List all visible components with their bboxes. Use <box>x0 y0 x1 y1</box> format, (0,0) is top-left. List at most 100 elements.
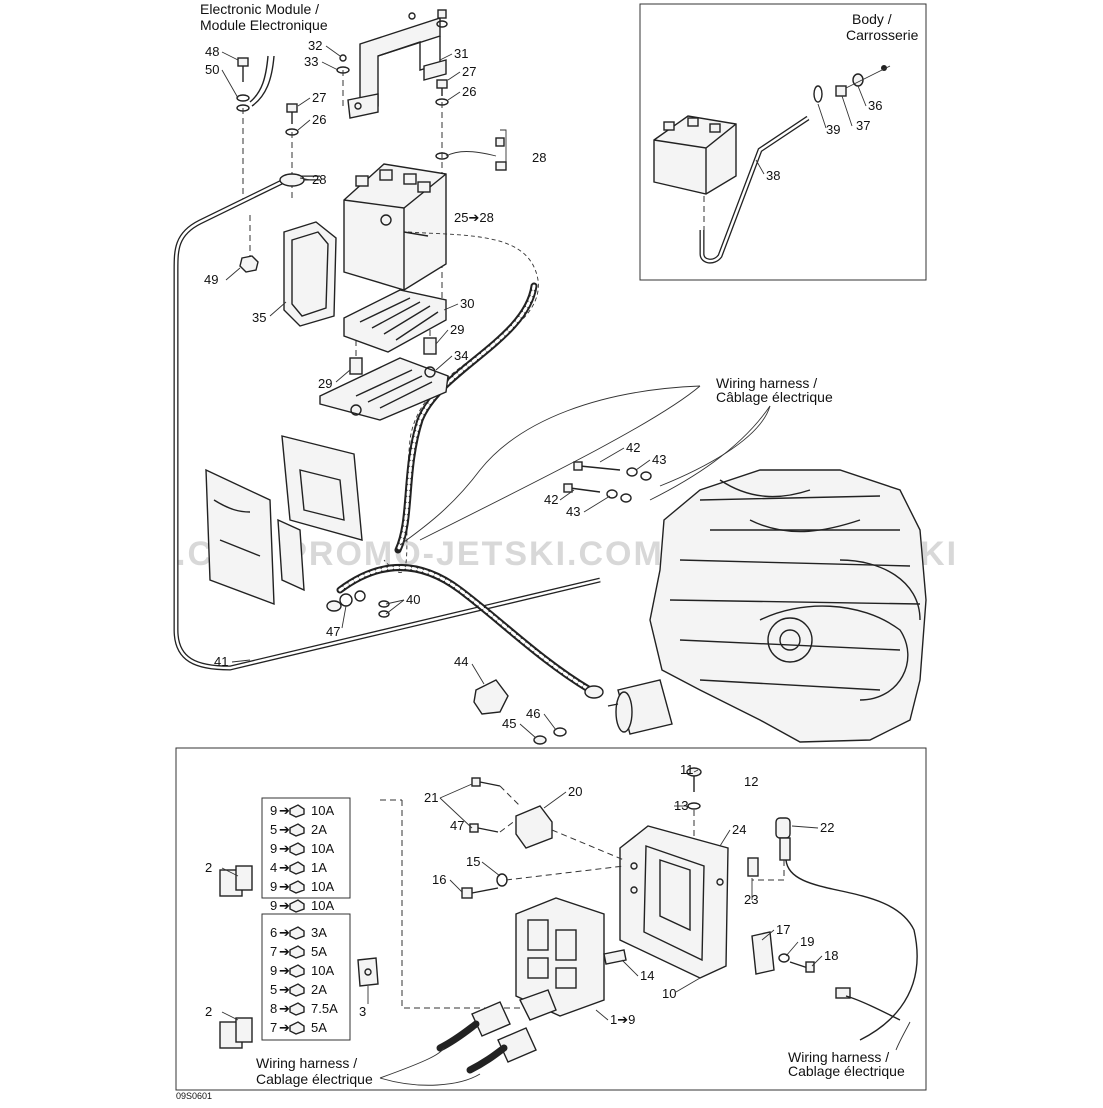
terminal-cap-44 <box>473 679 509 715</box>
fuse-icon <box>289 861 305 875</box>
callout-31: 31 <box>454 46 468 61</box>
callout-23: 23 <box>744 892 758 907</box>
callout-25: 25➔28 <box>454 210 494 225</box>
fuse-rating: 2A <box>311 982 327 997</box>
callout-3: 3 <box>359 1004 366 1019</box>
fuse-rating: 10A <box>311 879 334 894</box>
fuse-position: 7 <box>270 944 277 959</box>
wiring-harness-bl-fr: Cablage électrique <box>256 1071 373 1087</box>
fuse-rating: 10A <box>311 963 334 978</box>
fuse-position: 5 <box>270 982 277 997</box>
electronic-module <box>515 897 605 1017</box>
fuse-arrow-icon: ➔ <box>279 963 290 978</box>
fuse-row: 9➔10A <box>270 841 334 856</box>
screw-26-left <box>285 103 299 136</box>
fuse-row: 8➔7.5A <box>270 1001 338 1016</box>
screws-21 <box>469 777 501 833</box>
nut-45-46 <box>533 727 567 745</box>
module-wire <box>249 55 269 103</box>
cable-end-25 <box>403 231 429 237</box>
callout-29-left: 29 <box>318 376 332 391</box>
fuse-position: 5 <box>270 822 277 837</box>
fuse-rating: 10A <box>311 898 334 913</box>
callout-38: 38 <box>766 168 780 183</box>
callout-36: 36 <box>868 98 882 113</box>
fuse-arrow-icon: ➔ <box>279 803 290 818</box>
callout-19: 19 <box>800 934 814 949</box>
fuse-row: 7➔ 5A <box>270 944 327 959</box>
electrical-box-plates <box>205 435 390 618</box>
callout-13: 13 <box>674 798 688 813</box>
callout-26-right: 26 <box>462 84 476 99</box>
fuse-row: 5➔2A <box>270 822 327 837</box>
bolt-48 <box>236 57 250 112</box>
fuse-position: 4 <box>270 860 277 875</box>
callout-27-left: 27 <box>312 90 326 105</box>
screw-18-19 <box>778 953 815 973</box>
fuse-row: 5➔ 2A <box>270 982 327 997</box>
callout-50: 50 <box>205 62 219 77</box>
fuse-icon <box>289 945 305 959</box>
fuse-arrow-icon: ➔ <box>279 898 290 913</box>
fuse-icon <box>289 983 305 997</box>
callout-11: 11 <box>680 762 694 777</box>
wiring-harness-br-fr: Cablage électrique <box>788 1063 905 1079</box>
module-title-en: Electronic Module / <box>200 1 319 17</box>
module-bracket-10 <box>619 825 729 979</box>
fuse-arrow-icon: ➔ <box>279 860 290 875</box>
callout-16: 16 <box>432 872 446 887</box>
fuse-icon <box>289 1021 305 1035</box>
inset-frame-electronic-module <box>175 747 927 1091</box>
fuse-arrow-icon: ➔ <box>279 982 290 997</box>
fuse-arrow-icon: ➔ <box>279 944 290 959</box>
fuse-icon <box>289 964 305 978</box>
fuse-rating: 7.5A <box>311 1001 338 1016</box>
clip-14 <box>603 949 627 965</box>
callout-47-bottom: 47 <box>450 818 464 833</box>
fuse-rating: 1A <box>311 860 327 875</box>
callout-17: 17 <box>776 922 790 937</box>
fuse-arrow-icon: ➔ <box>279 1001 290 1016</box>
callout-43-bottom: 43 <box>566 504 580 519</box>
clip-3 <box>357 957 379 987</box>
fuse-table-top-frame <box>261 797 351 899</box>
ground-cable-41 <box>173 173 601 671</box>
sensor-22 <box>775 817 918 1041</box>
callout-40: 40 <box>406 592 420 607</box>
bracket-17 <box>751 931 775 975</box>
callout-35: 35 <box>252 310 266 325</box>
callout-10: 10 <box>662 986 676 1001</box>
callout-45: 45 <box>502 716 516 731</box>
callout-39: 39 <box>826 122 840 137</box>
reference-code: 09S0601 <box>176 1091 212 1101</box>
callout-14: 14 <box>640 968 654 983</box>
battery <box>343 163 447 291</box>
fuse-table-bottom-frame <box>261 913 351 1041</box>
callout-2-top: 2 <box>205 860 212 875</box>
fuse-holder-2-top <box>219 865 253 897</box>
fuse-icon <box>289 926 305 940</box>
fuse-rating: 5A <box>311 944 327 959</box>
wiring-harness-bl-en: Wiring harness / <box>256 1055 357 1071</box>
callout-34: 34 <box>454 348 468 363</box>
callout-26-left: 26 <box>312 112 326 127</box>
callout-22: 22 <box>820 820 834 835</box>
callout-28-right: 28 <box>532 150 546 165</box>
fuse-row: 6➔3A <box>270 925 327 940</box>
fuse-rating: 10A <box>311 841 334 856</box>
wiring-harness-br-en: Wiring harness / <box>788 1049 889 1065</box>
wiring-harness-top-fr: Câblage électrique <box>716 389 833 405</box>
harness-lead-1 <box>399 385 701 546</box>
callout-29-right: 29 <box>450 322 464 337</box>
wiring-harness-top-en: Wiring harness / <box>716 375 817 391</box>
fuse-position: 9 <box>270 841 277 856</box>
fuse-position: 7 <box>270 1020 277 1035</box>
callout-30: 30 <box>460 296 474 311</box>
support-plate-34 <box>319 357 449 421</box>
fuse-icon <box>289 880 305 894</box>
callout-48: 48 <box>205 44 219 59</box>
